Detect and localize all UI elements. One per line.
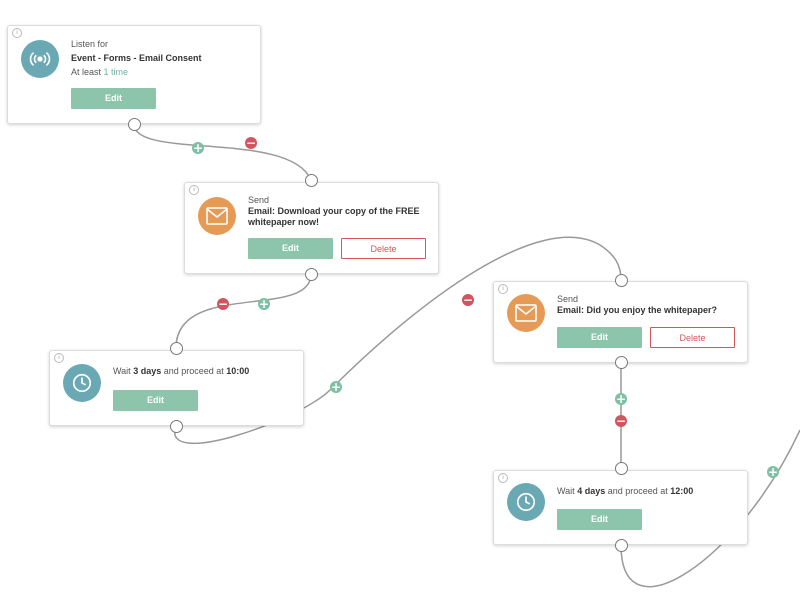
add-step-icon[interactable]: +	[258, 297, 270, 311]
wait1-edit-button[interactable]: Edit	[113, 390, 198, 411]
send1-input-port[interactable]	[305, 174, 318, 187]
wait2-input-port[interactable]	[615, 462, 628, 475]
listen-output-port[interactable]	[128, 118, 141, 131]
connector-wait1-send2	[174, 236, 622, 444]
connector-listen-send1	[133, 123, 312, 181]
send1-edit-button[interactable]: Edit	[248, 238, 333, 259]
send2-label: Send	[557, 294, 579, 304]
info-icon[interactable]: i	[12, 28, 22, 38]
listen-event: Event - Forms - Email Consent	[71, 53, 202, 63]
wait1-time: 10:00	[226, 366, 250, 376]
send1-node-card[interactable]: i Send Email: Download your copy of the …	[184, 182, 439, 274]
send1-output-port[interactable]	[305, 268, 318, 281]
listen-label: Listen for	[71, 39, 109, 49]
wait2-edit-button[interactable]: Edit	[557, 509, 642, 530]
info-icon[interactable]: i	[54, 353, 64, 363]
send1-email: Email: Download your copy of the FREE wh…	[248, 206, 420, 227]
remove-step-icon[interactable]: −	[245, 136, 257, 150]
connector-send1-wait1	[175, 273, 312, 349]
wait1-duration: 3 days	[133, 366, 162, 376]
envelope-icon	[507, 294, 545, 332]
remove-step-icon[interactable]: −	[462, 293, 474, 307]
add-step-icon[interactable]: +	[192, 141, 204, 155]
add-step-icon[interactable]: +	[615, 392, 627, 406]
wait1-input-port[interactable]	[170, 342, 183, 355]
wait2-prefix: Wait	[557, 486, 575, 496]
info-icon[interactable]: i	[189, 185, 199, 195]
send2-edit-button[interactable]: Edit	[557, 327, 642, 348]
wait2-output-port[interactable]	[615, 539, 628, 552]
listen-node-card[interactable]: i Listen for Event - Forms - Email Conse…	[7, 25, 261, 124]
listen-times: 1 time	[103, 67, 129, 77]
wait1-prefix: Wait	[113, 366, 131, 376]
wait1-middle: and proceed at	[163, 366, 224, 376]
add-step-icon[interactable]: +	[330, 380, 342, 394]
connector-wait2-next	[620, 429, 800, 588]
clock-icon	[63, 364, 101, 402]
send2-output-port[interactable]	[615, 356, 628, 369]
send2-email: Email: Did you enjoy the whitepaper?	[557, 305, 718, 315]
clock-icon	[507, 483, 545, 521]
envelope-icon	[198, 197, 236, 235]
wait2-duration: 4 days	[577, 486, 606, 496]
send1-label: Send	[248, 195, 270, 205]
send2-input-port[interactable]	[615, 274, 628, 287]
wait2-time: 12:00	[670, 486, 694, 496]
remove-step-icon[interactable]: −	[217, 297, 229, 311]
wait2-middle: and proceed at	[607, 486, 668, 496]
wait1-node-card[interactable]: i Wait 3 days and proceed at 10:00 Edit	[49, 350, 304, 426]
send1-delete-button[interactable]: Delete	[341, 238, 426, 259]
broadcast-icon	[21, 40, 59, 78]
add-step-icon[interactable]: +	[767, 465, 779, 479]
remove-step-icon[interactable]: −	[615, 414, 627, 428]
info-icon[interactable]: i	[498, 284, 508, 294]
wait1-output-port[interactable]	[170, 420, 183, 433]
send2-node-card[interactable]: i Send Email: Did you enjoy the whitepap…	[493, 281, 748, 363]
info-icon[interactable]: i	[498, 473, 508, 483]
listen-at-least: At least	[71, 67, 102, 77]
wait2-node-card[interactable]: i Wait 4 days and proceed at 12:00 Edit	[493, 470, 748, 545]
listen-edit-button[interactable]: Edit	[71, 88, 156, 109]
send2-delete-button[interactable]: Delete	[650, 327, 735, 348]
